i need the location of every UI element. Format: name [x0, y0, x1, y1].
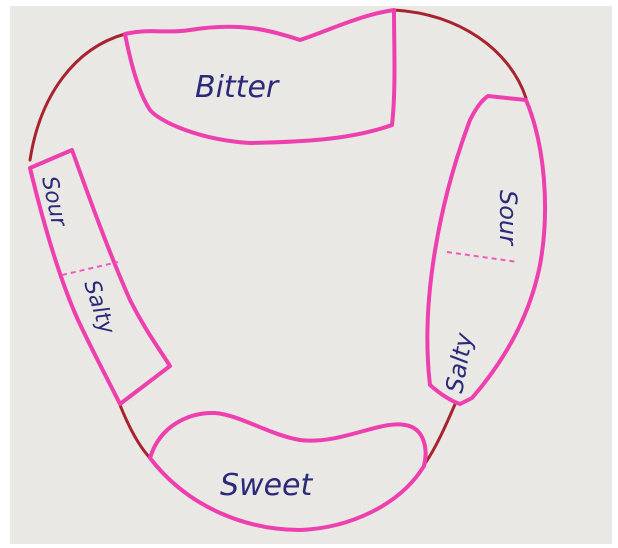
label-right-sour: Sour: [494, 190, 522, 247]
label-sweet: Sweet: [220, 468, 313, 503]
label-bitter: Bitter: [195, 70, 280, 105]
